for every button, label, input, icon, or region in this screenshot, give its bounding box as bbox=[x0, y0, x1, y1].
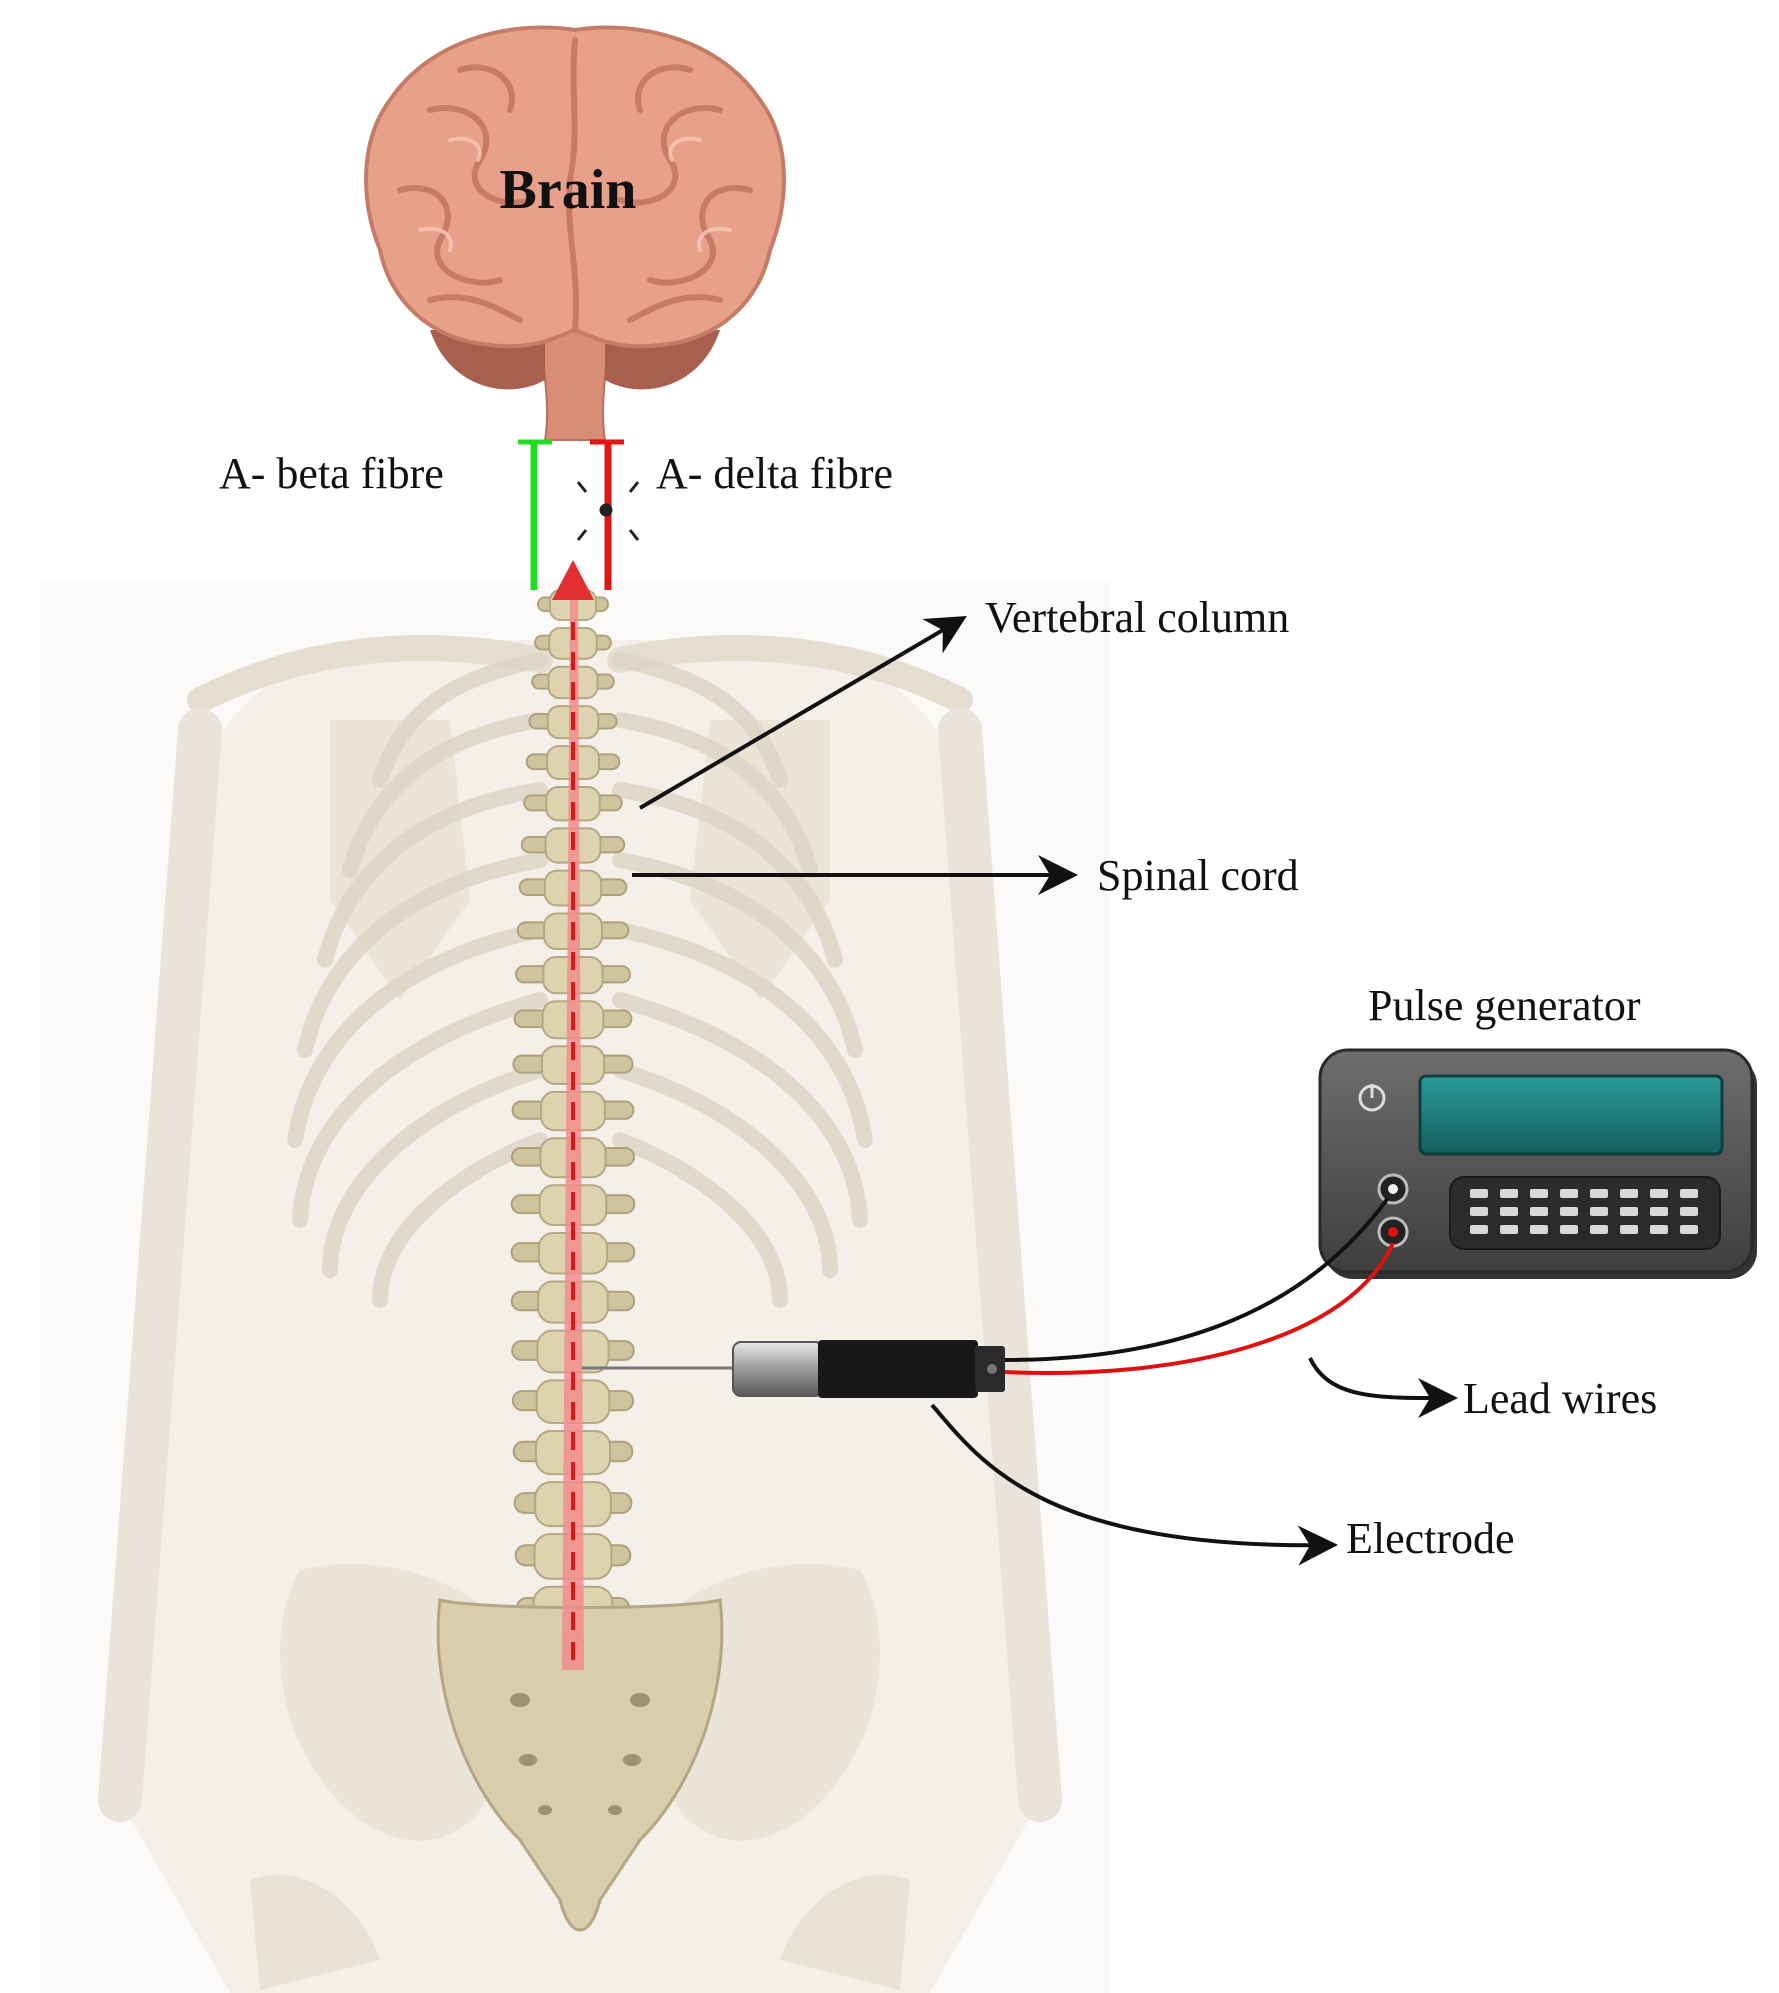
keypad-key bbox=[1620, 1207, 1638, 1216]
keypad-key bbox=[1530, 1225, 1548, 1234]
electrode bbox=[582, 1340, 1005, 1398]
spinal-cord-label: Spinal cord bbox=[1097, 851, 1299, 900]
electrode-pointer bbox=[930, 1403, 1338, 1566]
brain-label: Brain bbox=[500, 159, 637, 221]
a-beta-label: A- beta fibre bbox=[219, 449, 444, 498]
keypad-key bbox=[1470, 1225, 1488, 1234]
generator-screen bbox=[1418, 1074, 1724, 1156]
generator-keypad bbox=[1449, 1176, 1721, 1250]
keypad-key bbox=[1620, 1189, 1638, 1198]
brain: Brain bbox=[364, 25, 786, 441]
keypad-key bbox=[1500, 1189, 1518, 1198]
keypad-key bbox=[1650, 1189, 1668, 1198]
keypad-key bbox=[1500, 1207, 1518, 1216]
a-delta-label: A- delta fibre bbox=[656, 449, 893, 498]
pain-block-icon bbox=[576, 481, 640, 541]
keypad-key bbox=[1470, 1189, 1488, 1198]
pulse-generator-label: Pulse generator bbox=[1368, 981, 1641, 1030]
vertebral-column-label: Vertebral column bbox=[985, 593, 1289, 642]
ascending-signal-arrow bbox=[552, 560, 594, 1670]
keypad-key bbox=[1650, 1225, 1668, 1234]
keypad-key bbox=[1470, 1207, 1488, 1216]
keypad-key bbox=[1560, 1225, 1578, 1234]
keypad-key bbox=[1560, 1207, 1578, 1216]
keypad-key bbox=[1560, 1189, 1578, 1198]
lead-wires bbox=[1004, 1196, 1395, 1375]
pulse-generator bbox=[1318, 1048, 1757, 1279]
keypad-key bbox=[1590, 1207, 1608, 1216]
output-port-red bbox=[1377, 1216, 1409, 1248]
output-port-black bbox=[1377, 1173, 1409, 1205]
keypad-key bbox=[1590, 1225, 1608, 1234]
keypad-key bbox=[1680, 1189, 1698, 1198]
lead-wires-label: Lead wires bbox=[1463, 1374, 1657, 1423]
keypad-key bbox=[1530, 1207, 1548, 1216]
vertebral-column-pointer bbox=[638, 615, 967, 810]
power-icon bbox=[1358, 1084, 1386, 1112]
electrode-label: Electrode bbox=[1346, 1514, 1515, 1563]
keypad-key bbox=[1680, 1225, 1698, 1234]
sacrum bbox=[436, 1598, 724, 1932]
a-beta-fibre bbox=[518, 439, 552, 590]
keypad-key bbox=[1650, 1207, 1668, 1216]
keypad-key bbox=[1620, 1225, 1638, 1234]
keypad-key bbox=[1680, 1207, 1698, 1216]
keypad-key bbox=[1530, 1189, 1548, 1198]
keypad-key bbox=[1500, 1225, 1518, 1234]
keypad-key bbox=[1590, 1189, 1608, 1198]
rib-cage bbox=[287, 652, 873, 1308]
lead-wires-pointer bbox=[1308, 1357, 1458, 1419]
